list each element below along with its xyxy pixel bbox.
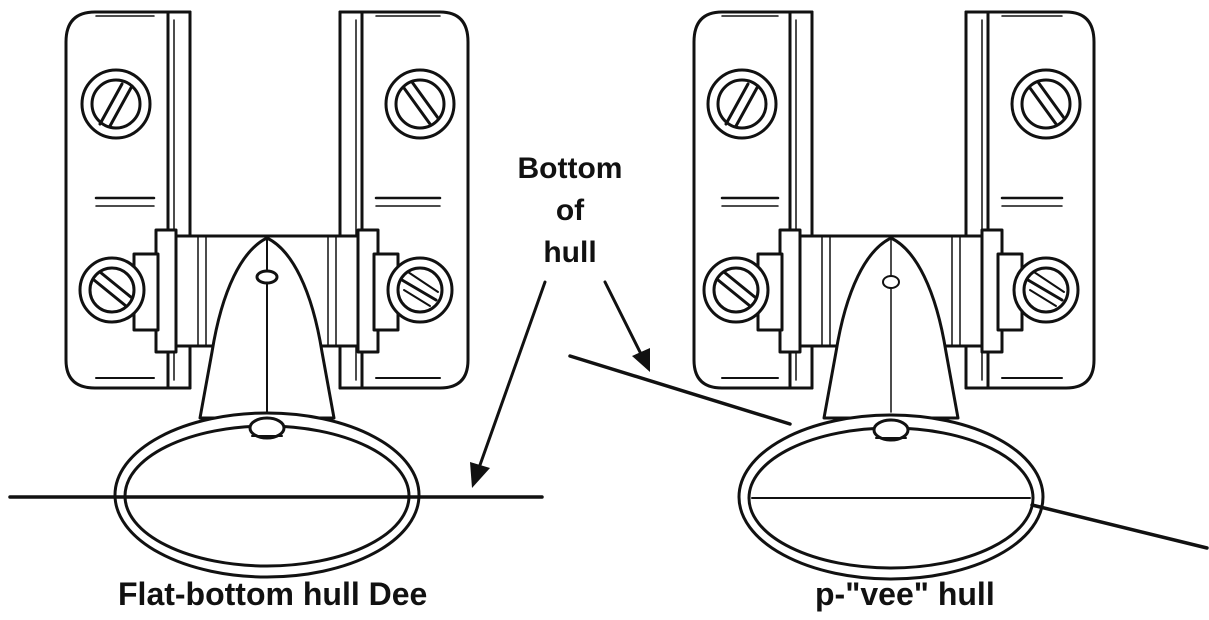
mounting-screw-bottom-right: [386, 256, 454, 324]
callout-arrow-left: [470, 280, 547, 488]
callout-line-2: of: [555, 194, 585, 227]
transducer-body: [113, 411, 421, 579]
mounting-screw-top-left-vee: [706, 68, 778, 140]
caption-vee-hull: p-"vee" hull: [815, 576, 995, 612]
mounting-screw-top-right-vee: [1010, 68, 1082, 140]
callout-line-1: Bottom: [517, 152, 623, 185]
mounting-screw-bottom-left-vee: [702, 256, 770, 324]
transducer-body-vee: [737, 413, 1045, 581]
mounting-screw-bottom-left: [78, 256, 146, 324]
bottom-of-hull-callout: Bottom of hull: [470, 148, 670, 274]
mounting-screw-bottom-right-vee: [1012, 256, 1080, 324]
mounting-screw-top-right: [384, 68, 456, 140]
vee-hull-line-right: [1030, 503, 1209, 550]
callout-line-3: hull: [543, 236, 597, 269]
callout-arrow-right: [603, 280, 650, 372]
vee-hull-line-left: [568, 354, 792, 426]
vee-hull-transducer-assembly: [568, 10, 1209, 581]
mounting-screw-top-left: [80, 68, 152, 140]
caption-flat-bottom-hull: Flat-bottom hull Dee: [118, 576, 428, 612]
flat-bottom-transducer-assembly: [8, 10, 544, 579]
